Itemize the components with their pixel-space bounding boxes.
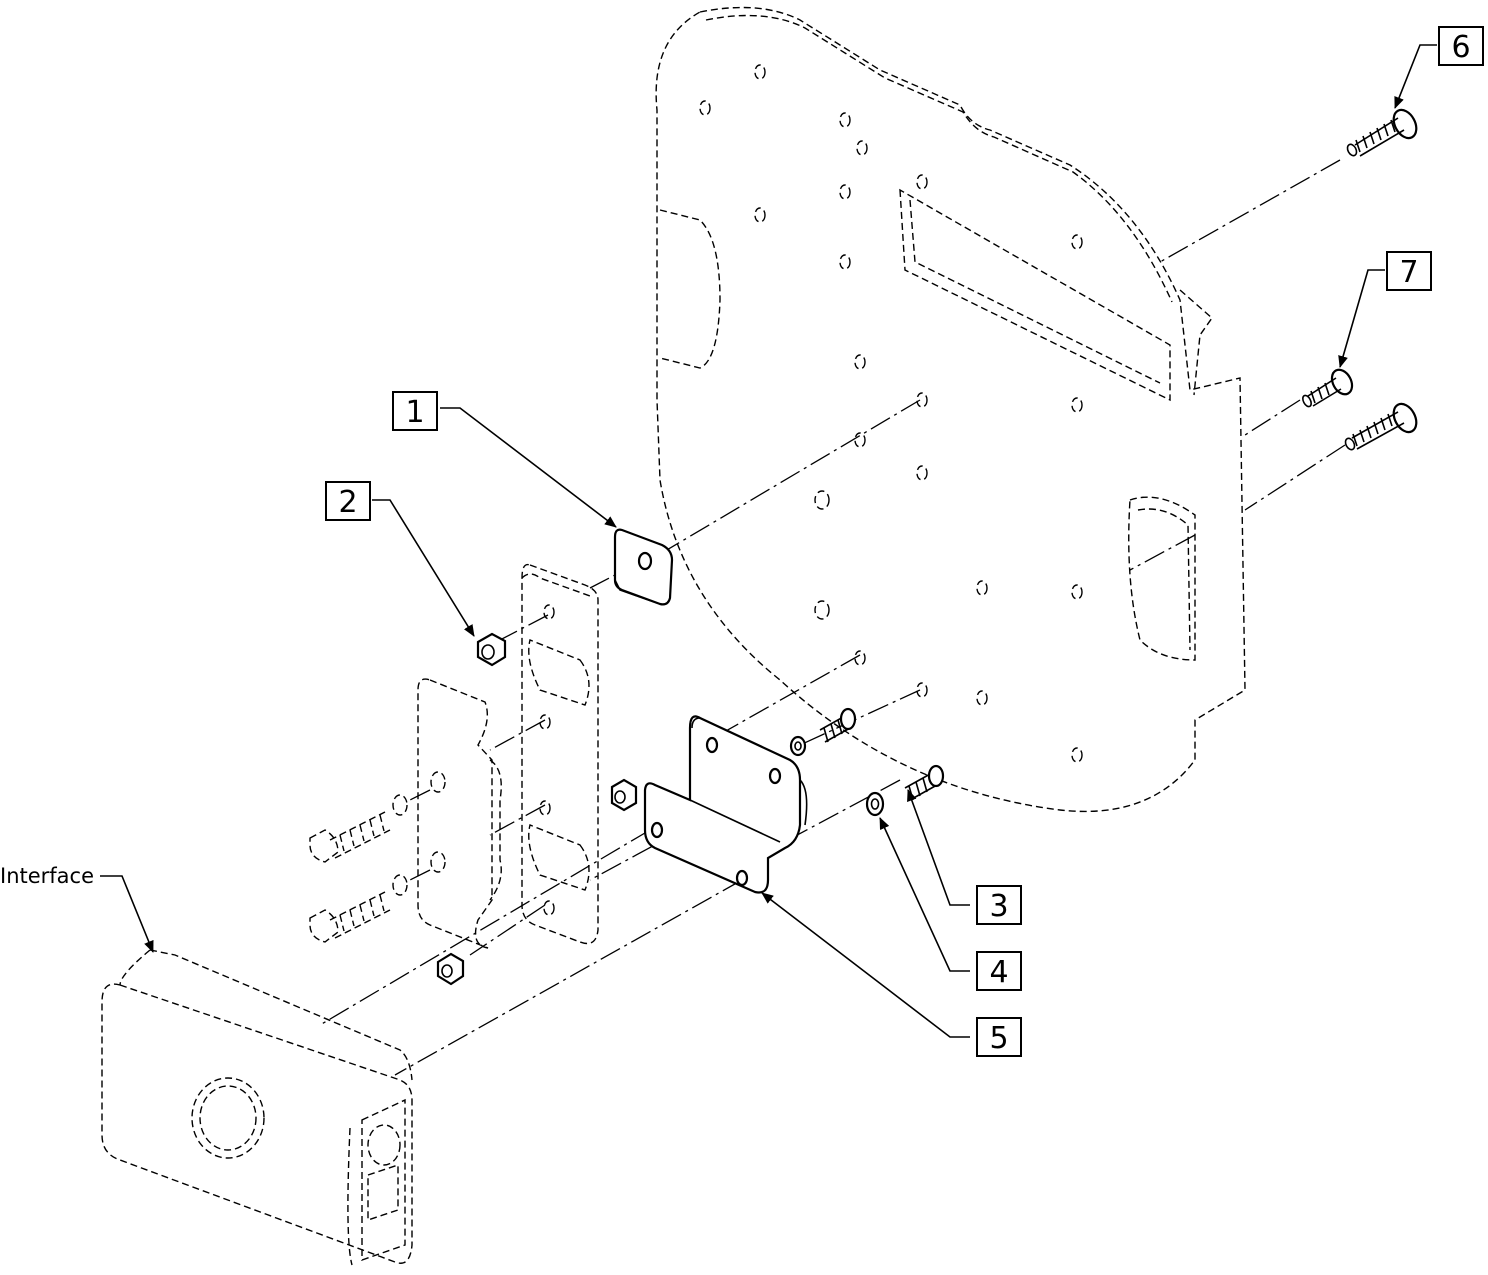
spacer-plate-item-1: [613, 528, 674, 606]
hex-nut-item-2: [476, 632, 507, 667]
callout-3[interactable]: 3: [976, 885, 1022, 925]
screw-item-6: [1346, 108, 1418, 157]
callout-6[interactable]: 6: [1438, 26, 1484, 66]
callout-1[interactable]: 1: [392, 391, 438, 431]
callout-4[interactable]: 4: [976, 951, 1022, 991]
bracket-item-5: [643, 715, 808, 894]
cap-screw-upper-left: [309, 794, 408, 863]
washer-item-4: [865, 791, 885, 817]
cap-screw-lower-left: [309, 874, 408, 943]
clamp-block: [521, 563, 599, 945]
screw-item-3: [904, 764, 945, 801]
callout-2[interactable]: 2: [325, 481, 371, 521]
interface-label: Interface: [0, 864, 95, 888]
callout-5[interactable]: 5: [976, 1017, 1022, 1057]
screw-long-lower-right: [1344, 402, 1418, 451]
mounting-plate: [655, 6, 1246, 813]
hex-nut-lower: [436, 952, 465, 986]
assembly-axes: [319, 159, 1346, 1076]
clamp-half-left: [417, 678, 502, 949]
callout-7[interactable]: 7: [1386, 251, 1432, 291]
screw-item-7: [1302, 368, 1354, 408]
hex-nut-bracket: [610, 778, 638, 812]
interface-module: [101, 949, 413, 1266]
washer-screw-upper: [789, 707, 857, 757]
leader-lines: [100, 44, 1437, 1038]
